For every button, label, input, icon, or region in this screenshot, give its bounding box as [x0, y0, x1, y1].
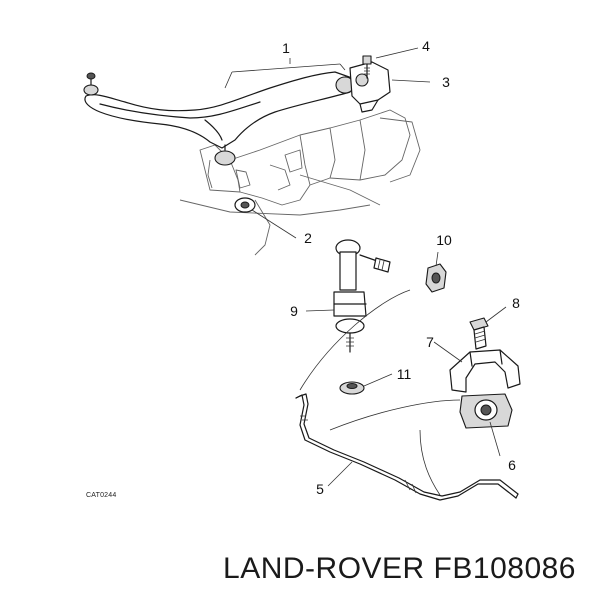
callout-6: 6 [508, 457, 516, 473]
callout-5: 5 [316, 481, 324, 497]
clamp-bolt [469, 317, 489, 350]
callout-3: 3 [442, 74, 450, 90]
stabilizer-link [333, 239, 391, 353]
callout-10: 10 [436, 232, 452, 248]
arm-mount-bushing [234, 197, 256, 213]
stabilizer-bar [295, 393, 519, 501]
link-bushing [339, 381, 365, 395]
arm-pivot-bracket [349, 61, 391, 113]
callout-7: 7 [426, 334, 434, 350]
part-caption: LAND-ROVER FB108086 [223, 552, 576, 585]
bracket-bolt [362, 55, 372, 79]
subframe-outline [179, 109, 421, 256]
callout-4: 4 [422, 38, 430, 54]
stabilizer-bar-bushing [459, 393, 513, 429]
callout-labels: 1 2 3 4 5 6 7 8 9 10 11 [282, 38, 520, 497]
catalog-code: CAT0244 [86, 492, 117, 499]
callout-1: 1 [282, 40, 290, 56]
callout-11: 11 [397, 366, 412, 382]
link-nut [425, 263, 447, 293]
bushing-clamp [449, 349, 521, 393]
callout-9: 9 [290, 303, 298, 319]
lower-control-arm [83, 71, 355, 166]
leader-lines [224, 47, 507, 496]
callout-8: 8 [512, 295, 520, 311]
callout-2: 2 [304, 230, 312, 246]
